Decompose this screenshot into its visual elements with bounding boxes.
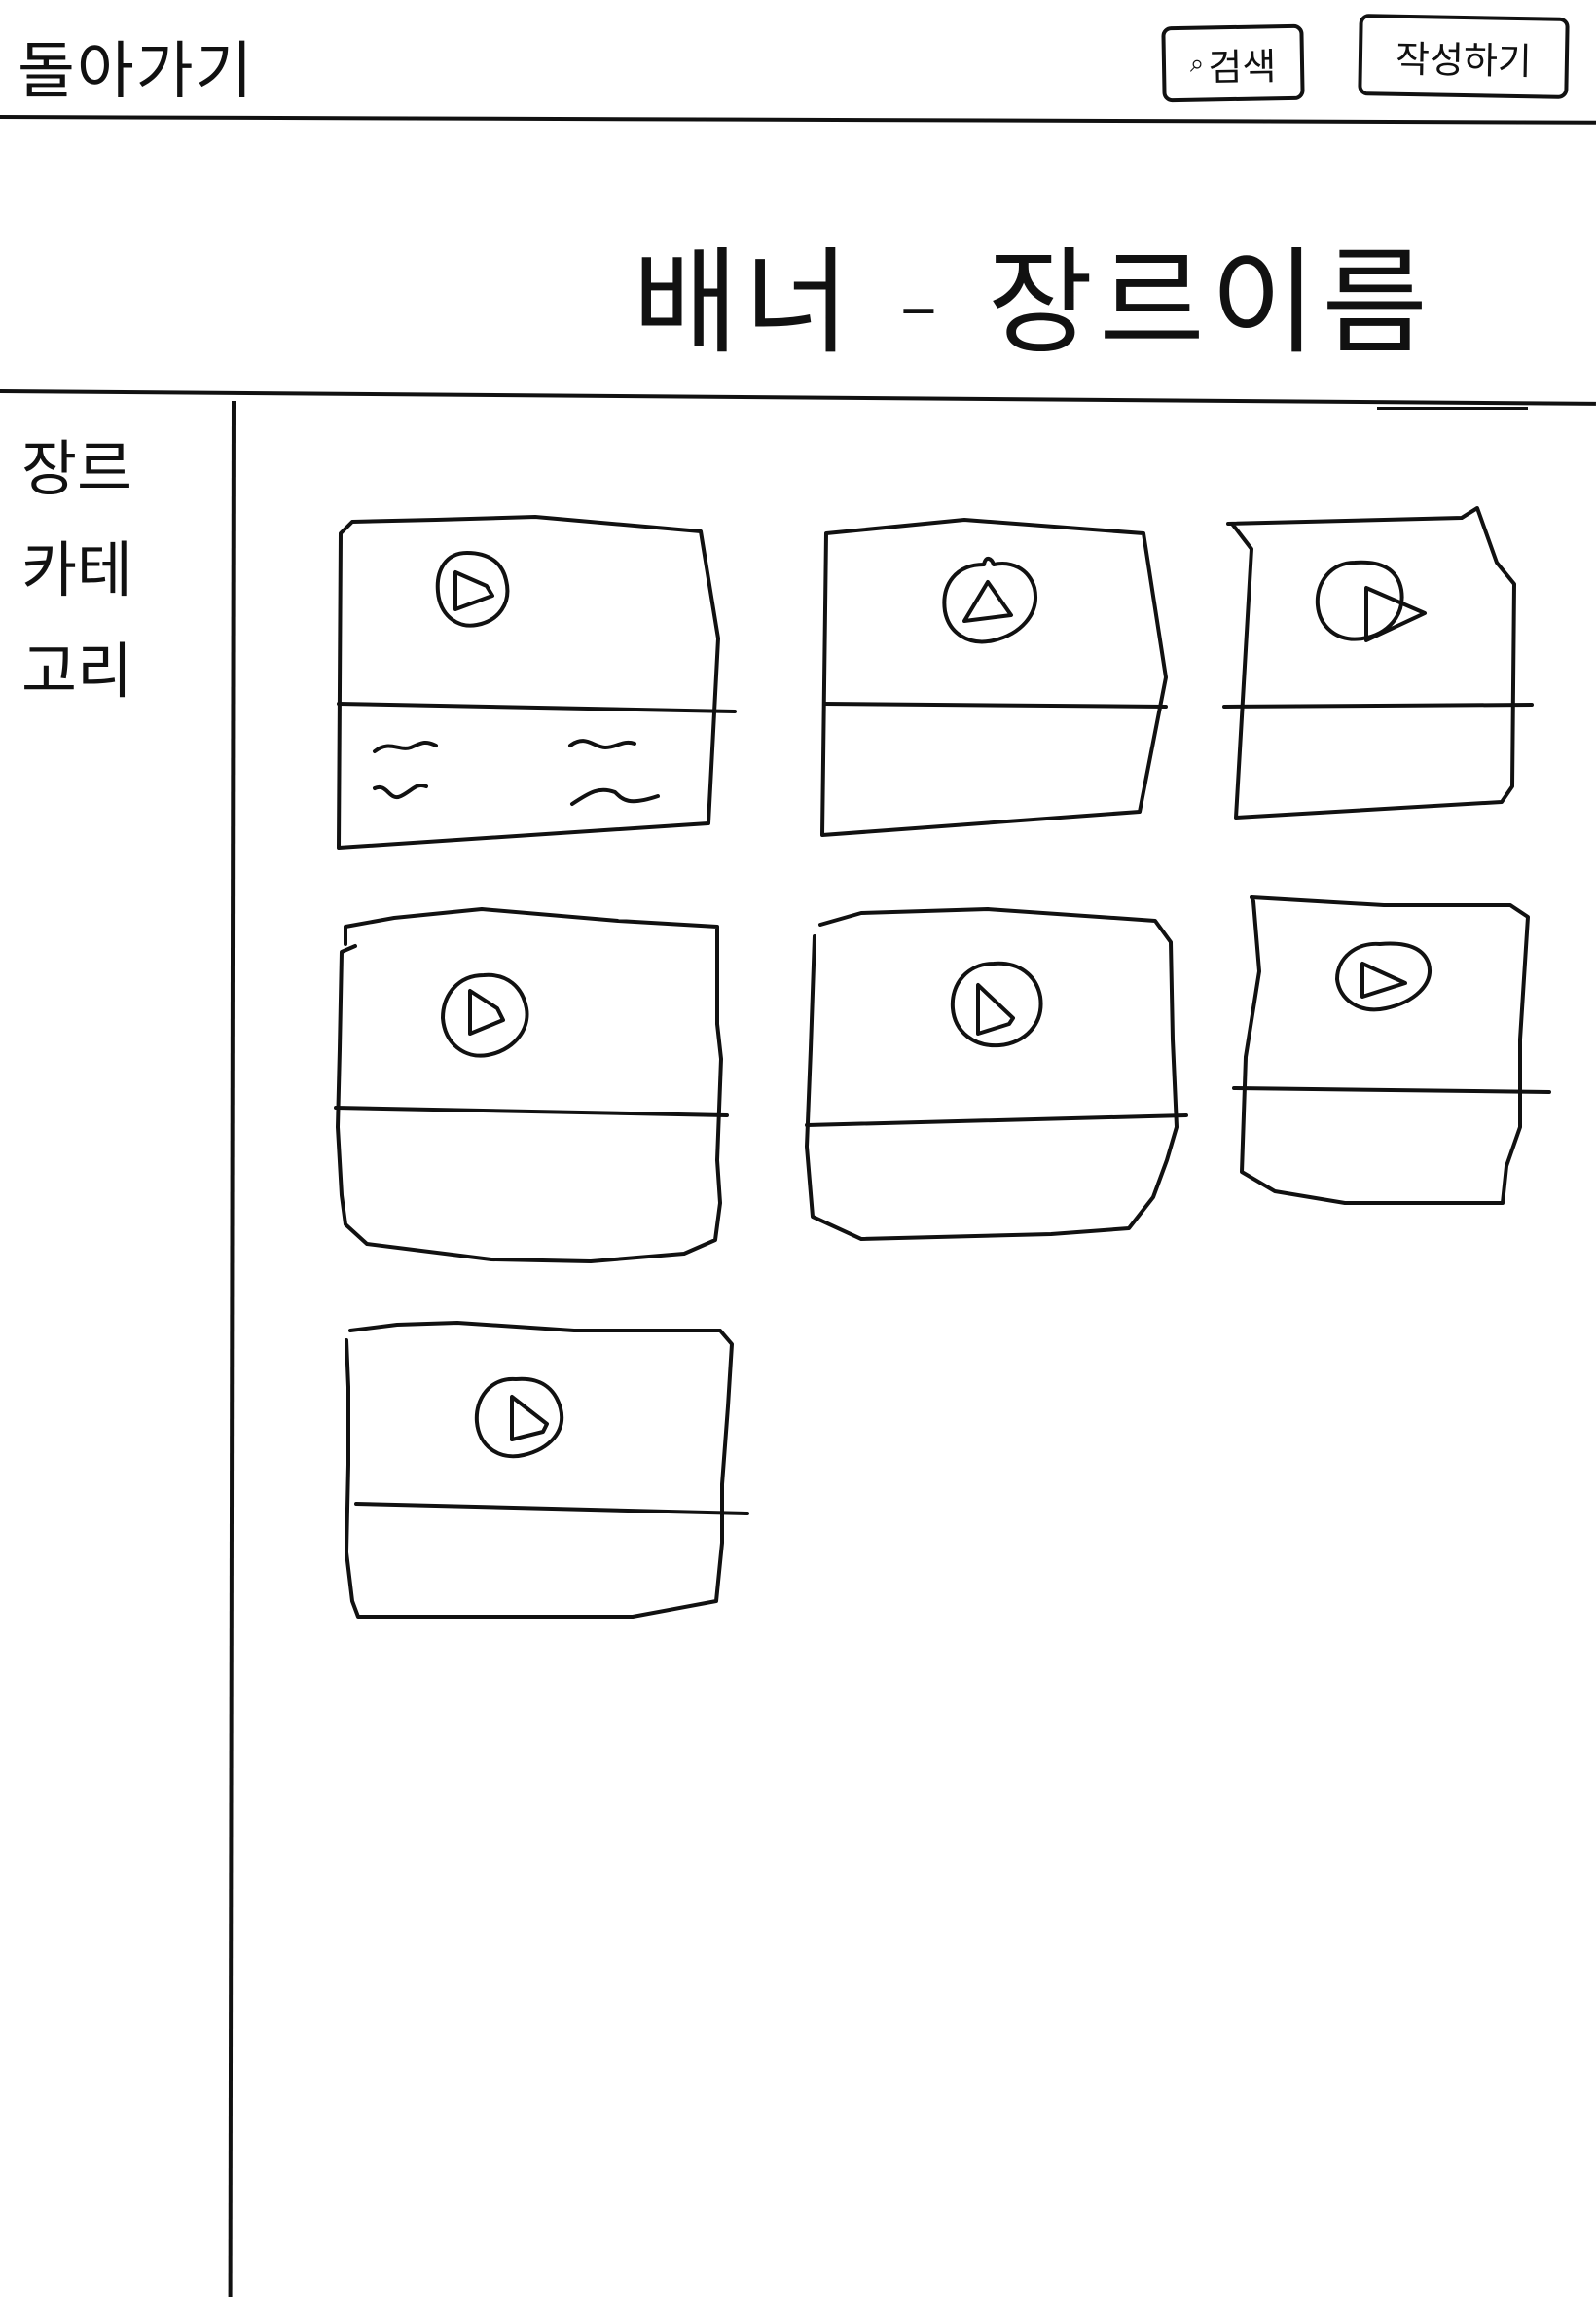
play-icon bbox=[1315, 560, 1427, 642]
video-card[interactable] bbox=[334, 903, 735, 1273]
card-frame bbox=[805, 907, 1179, 1241]
video-card[interactable] bbox=[341, 1319, 759, 1630]
text-scribble bbox=[373, 739, 660, 806]
sidebar-label-line: 장르 bbox=[21, 433, 133, 504]
card-frame bbox=[820, 518, 1168, 837]
card-frame bbox=[336, 907, 723, 1263]
banner-underline bbox=[1377, 407, 1528, 410]
back-link[interactable]: 돌아가기 bbox=[18, 36, 255, 108]
card-divider bbox=[805, 1113, 1188, 1127]
play-icon bbox=[435, 551, 510, 628]
card-divider bbox=[334, 1106, 729, 1117]
video-card[interactable] bbox=[1222, 504, 1536, 825]
card-divider bbox=[337, 702, 737, 713]
video-card[interactable] bbox=[803, 903, 1192, 1254]
card-frame bbox=[1240, 895, 1530, 1205]
card-divider bbox=[1232, 1086, 1551, 1094]
card-divider bbox=[354, 1502, 749, 1515]
search-button[interactable]: ⌕ 검색 bbox=[1161, 23, 1305, 103]
video-card[interactable] bbox=[1228, 893, 1559, 1215]
card-frame bbox=[1226, 506, 1516, 820]
play-icon bbox=[441, 972, 529, 1058]
sidebar-label-line: 고리 bbox=[21, 636, 133, 707]
genre-category-sidebar[interactable]: 장르 카테 고리 bbox=[21, 419, 197, 722]
search-button-label: 검색 bbox=[1207, 44, 1277, 89]
card-frame bbox=[345, 1321, 734, 1619]
play-icon bbox=[950, 961, 1043, 1048]
banner-divider bbox=[0, 389, 1596, 406]
play-icon bbox=[942, 557, 1037, 644]
sidebar-divider bbox=[228, 400, 236, 2297]
card-divider bbox=[822, 702, 1168, 709]
search-icon: ⌕ bbox=[1189, 49, 1205, 79]
play-icon bbox=[1335, 941, 1432, 1012]
write-button-label: 작성하기 bbox=[1395, 37, 1533, 83]
card-frame bbox=[337, 515, 720, 850]
video-card[interactable] bbox=[820, 514, 1180, 845]
header-divider bbox=[0, 115, 1596, 125]
play-icon bbox=[474, 1376, 564, 1459]
card-divider bbox=[1222, 703, 1534, 709]
video-card[interactable] bbox=[331, 514, 740, 855]
banner-title: 배너 - 장르이름 bbox=[633, 236, 1433, 370]
write-button[interactable]: 작성하기 bbox=[1358, 14, 1570, 99]
sidebar-label-line: 카테 bbox=[21, 534, 133, 605]
